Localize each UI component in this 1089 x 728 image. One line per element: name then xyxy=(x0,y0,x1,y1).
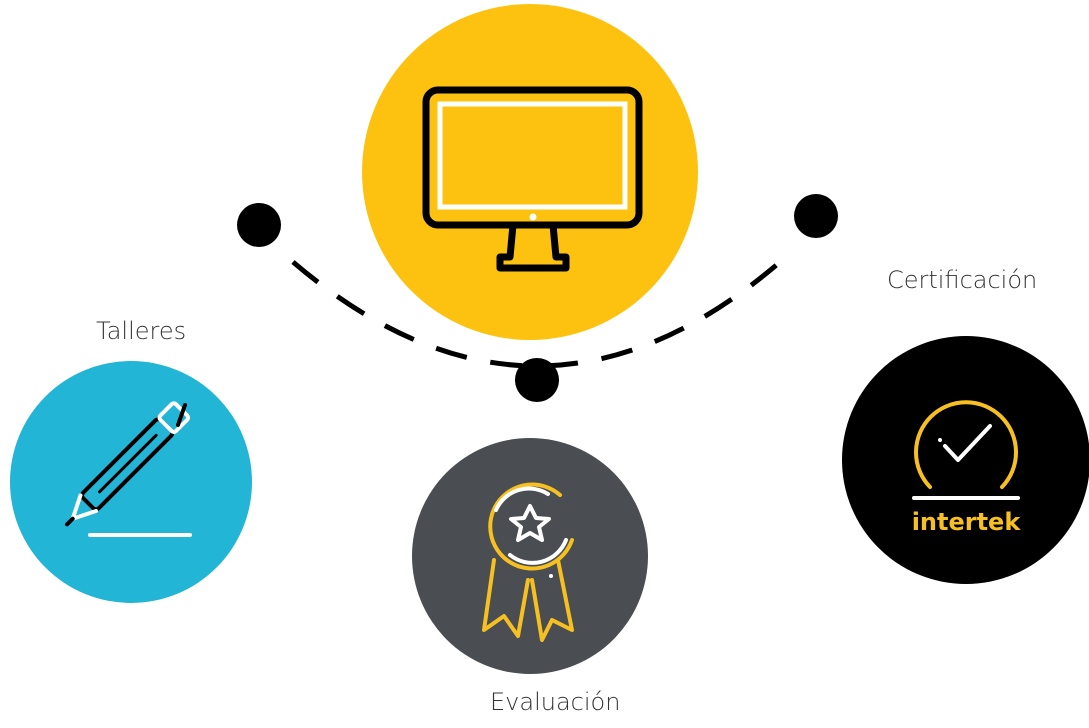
monitor-icon xyxy=(422,86,643,272)
evaluacion-label: Evaluación xyxy=(490,688,621,716)
intertek-check-icon xyxy=(912,400,1020,500)
evaluacion-node xyxy=(412,438,648,674)
pen-icon xyxy=(65,401,192,537)
award-ribbon-icon xyxy=(482,482,574,642)
dashed-connector xyxy=(291,260,782,369)
certificacion-label: Certificación xyxy=(887,266,1038,294)
certificacion-node: intertek xyxy=(842,336,1089,584)
talleres-node xyxy=(10,361,252,603)
talleres-label: Talleres xyxy=(96,317,187,345)
intertek-logo-text: intertek xyxy=(912,508,1022,536)
monitor-node xyxy=(362,4,698,340)
connector-dot-left xyxy=(237,203,281,247)
connector-dot-right xyxy=(794,194,838,238)
connector-dot-bottom xyxy=(515,358,559,402)
